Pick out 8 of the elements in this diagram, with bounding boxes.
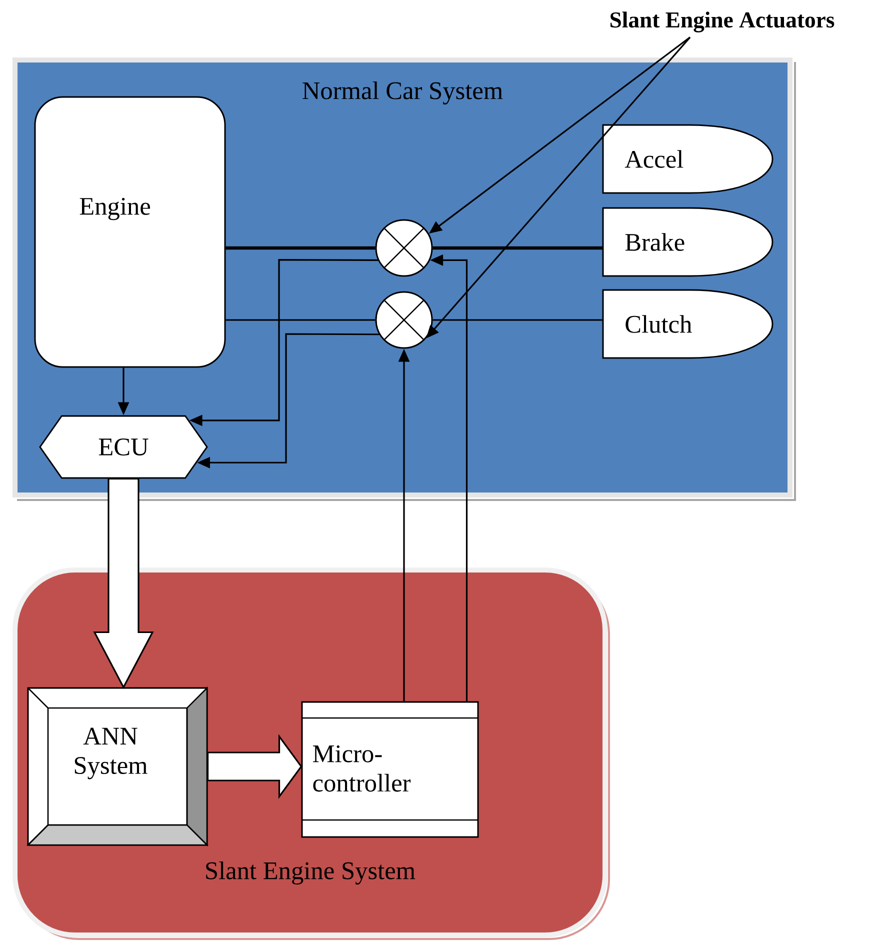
engine-box: Engine	[34, 96, 226, 368]
junction-symbol	[375, 219, 433, 277]
block-arrow	[206, 734, 302, 799]
ecu-hexagon: ECU	[39, 415, 208, 479]
junction-symbol	[375, 291, 433, 349]
block-arrow	[93, 478, 154, 689]
microcontroller-box: Micro-controller	[301, 701, 479, 838]
annotation-text: Slant Engine Actuators	[610, 12, 834, 32]
